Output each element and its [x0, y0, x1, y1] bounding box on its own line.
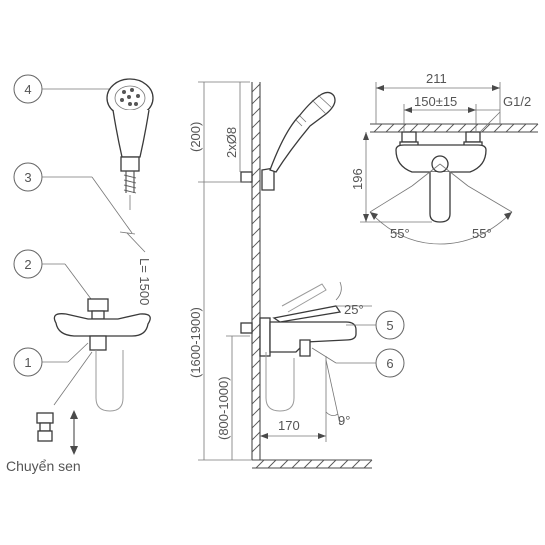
dim-196: 196 [350, 132, 432, 223]
svg-text:2: 2 [24, 257, 31, 272]
callout-1: 1 [13, 342, 93, 406]
svg-text:(200): (200) [188, 122, 203, 152]
dim-170: 170 [260, 356, 327, 442]
hose-thread [123, 171, 137, 194]
callout-2: 2 [13, 249, 95, 304]
mixer-side [240, 283, 357, 412]
hose: L= 1500 [119, 195, 152, 305]
bath-mixer-front [53, 298, 151, 412]
dim-2x8: 2xØ8 [224, 82, 241, 172]
mixer-top-view [395, 131, 487, 223]
svg-text:170: 170 [278, 418, 300, 433]
callout-6: 6 [311, 347, 405, 378]
dim-25deg: 25° [335, 281, 372, 317]
svg-text:3: 3 [24, 170, 31, 185]
dim-211: 211 [375, 71, 501, 124]
wall-hatch [251, 82, 261, 460]
svg-text:196: 196 [350, 168, 365, 190]
dim-55-left: 55° [369, 163, 441, 245]
svg-text:(1600-1900): (1600-1900) [188, 307, 203, 378]
svg-text:L= 1500: L= 1500 [137, 258, 152, 305]
slide-bar-and-shower [240, 91, 336, 191]
svg-text:55°: 55° [390, 226, 410, 241]
dim-800-1000: (800-1000) [216, 335, 250, 460]
dim-g12: G1/2 [476, 94, 531, 133]
svg-text:2xØ8: 2xØ8 [224, 127, 239, 158]
diverter-detail [36, 410, 78, 455]
svg-text:211: 211 [426, 71, 447, 86]
svg-text:150±15: 150±15 [414, 94, 457, 109]
svg-text:55°: 55° [472, 226, 492, 241]
svg-text:G1/2: G1/2 [503, 94, 531, 109]
svg-text:1: 1 [24, 355, 31, 370]
hand-shower-head [106, 78, 154, 172]
dim-150: 150±15 [403, 94, 477, 132]
callout-4: 4 [13, 74, 119, 104]
diverter-caption: Chuyển sen [6, 458, 81, 474]
dim-55-right: 55° [439, 163, 513, 245]
svg-text:9°: 9° [338, 413, 350, 428]
dim-200: (200) [188, 81, 250, 183]
callout-3: 3 [13, 162, 133, 234]
top-wall [370, 123, 539, 133]
svg-text:5: 5 [386, 318, 393, 333]
dim-1600-1900: (1600-1900) [188, 182, 252, 461]
floor-hatch [252, 459, 373, 469]
svg-text:4: 4 [24, 82, 31, 97]
dim-9deg: 9° [325, 359, 350, 428]
svg-text:(800-1000): (800-1000) [216, 376, 231, 440]
svg-text:6: 6 [386, 356, 393, 371]
svg-text:25°: 25° [344, 302, 364, 317]
callout-5: 5 [346, 310, 405, 340]
